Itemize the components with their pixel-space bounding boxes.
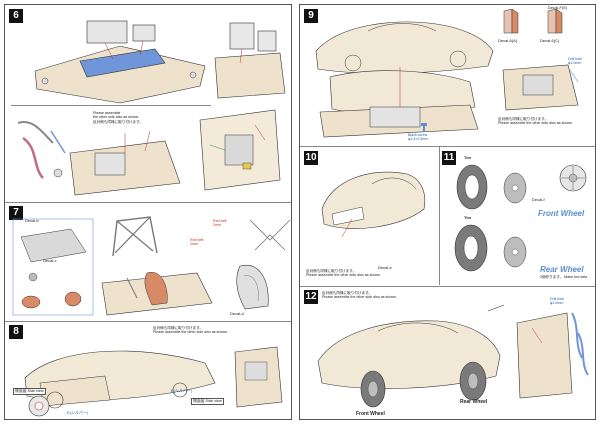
step-6-interior-drawing — [69, 130, 181, 196]
step-7-panel: 7 Decal-b Decal-c Red belt 2mm Red belt … — [5, 203, 291, 321]
rear-wheel-label-12: Rear Wheel — [460, 399, 488, 405]
red-belt-note: Red belt 2mm — [213, 219, 227, 228]
black-screw-note: Black screw φ1.4×2.5mm — [408, 133, 429, 142]
step-6-inner-divider — [11, 105, 211, 106]
screw-icon — [421, 123, 427, 132]
step-12-panel: 12 反対側も同様に取り付けます。 Please assemble the ot… — [300, 287, 595, 419]
decal-f-e-label: Decal-F(E) — [548, 5, 568, 10]
step-8-brake-disc — [28, 395, 50, 417]
step-12-complete-car — [317, 304, 505, 408]
rear-wing-detail — [516, 312, 589, 399]
step-9-chassis-assembly — [319, 67, 479, 138]
step-9-note: 反対側も同様に取り付けます。 Please assemble the other… — [498, 117, 573, 126]
step-10-note: 反対側も同様に取り付けます。 Please assemble the other… — [306, 269, 381, 278]
step-8-note: 反対側も同様に取り付けます。 Please assemble the other… — [153, 326, 228, 335]
instruction-page-left: 6 Please assemble the other side also as… — [4, 4, 292, 420]
step-number: 7 — [9, 206, 23, 220]
step-9-rear-detail — [502, 64, 579, 111]
step-9-10-divider — [300, 146, 595, 147]
front-tire — [456, 164, 488, 210]
step-7-dashboard-drawing — [12, 218, 94, 316]
make-two-sets-note: 2個作ります。 Make two sets. — [540, 275, 589, 279]
step-10-12-divider — [300, 286, 595, 287]
step-11-panel: 11 Tire Decal-f Front Wheel Tire — [439, 147, 596, 285]
step-8-panel: 8 反対側も同様に取り付けます。 Please assemble the oth… — [5, 322, 291, 419]
decal-6a-label: Decal-6(A) — [498, 38, 518, 43]
instruction-page-right: 9 Black screw φ1.4×2.5mm Decal-F(E) Deca — [299, 4, 596, 420]
front-wheel-label-12: Front Wheel — [356, 411, 385, 417]
rear-wheel-caption: Rear Wheel — [540, 265, 584, 274]
step-7-seat-detail — [236, 264, 269, 310]
decal-c-label: Decal-c — [43, 258, 57, 263]
step-6-chassis-drawing — [34, 20, 206, 104]
decal-6a-part — [503, 9, 519, 34]
step-6-7-divider — [5, 202, 291, 203]
step-10-panel: 10 反対側も同様に取り付けます。 Please assemble the ot… — [300, 147, 438, 285]
tire-label: Tire — [464, 155, 472, 160]
tire-label-2: Tire — [464, 215, 472, 220]
rear-wheel-rim — [503, 236, 527, 268]
decal-e-label: Decal-e — [378, 265, 392, 270]
step-10-car-front — [321, 171, 426, 238]
side-view-badge: 側面図 Side view — [13, 388, 46, 395]
decal-6c-part — [547, 9, 563, 34]
rear-tire — [454, 224, 488, 272]
step-12-note: 反対側も同様に取り付けます。 Please assemble the other… — [322, 291, 397, 300]
e-silver-label-2: E(シルバー) — [171, 388, 193, 393]
step-number: 10 — [304, 151, 318, 165]
front-wheel-caption: Front Wheel — [538, 209, 585, 218]
step-7-8-divider — [5, 321, 291, 322]
step-9-panel: 9 Black screw φ1.4×2.5mm Decal-F(E) Deca — [300, 5, 595, 145]
side-view-badge-2: 側面図 Side view — [191, 398, 224, 405]
e-silver-label: E(シルバー) — [67, 410, 89, 415]
wheel-face-icon — [559, 164, 587, 192]
step-6-side-detail — [214, 22, 286, 99]
step-6-panel: 6 Please assemble the other side also as… — [5, 5, 291, 201]
step-number: 8 — [9, 325, 23, 339]
drill-hole-note-12: Drill hole φ1.0mm — [550, 297, 564, 306]
step-number: 6 — [9, 9, 23, 23]
decal-6c-label: Decal-6(C) — [540, 38, 560, 43]
step-number: 12 — [304, 290, 318, 304]
step-7-seat-installation — [101, 271, 213, 316]
decal-f-label: Decal-f — [532, 197, 545, 202]
step-number: 9 — [304, 9, 318, 23]
decal-d-label: Decal-d — [230, 311, 244, 316]
step-8-body-drawing — [24, 350, 216, 409]
step-6-note: Please assemble the other side also as s… — [93, 111, 143, 124]
front-wheel-rim — [503, 172, 527, 204]
step-6-cockpit-detail — [199, 109, 281, 191]
step-7-belts-drawing — [249, 219, 291, 251]
step-7-rollcage-drawing — [112, 216, 158, 257]
step-6-suspension-parts — [17, 121, 66, 179]
step-number: 11 — [442, 151, 456, 165]
decal-b-label: Decal-b — [25, 218, 39, 223]
red-belt-note-2: Red belt 2mm — [190, 238, 204, 247]
step-8-rear-detail — [234, 346, 283, 408]
drill-hole-note: Drill hole φ1.0mm — [568, 57, 582, 66]
